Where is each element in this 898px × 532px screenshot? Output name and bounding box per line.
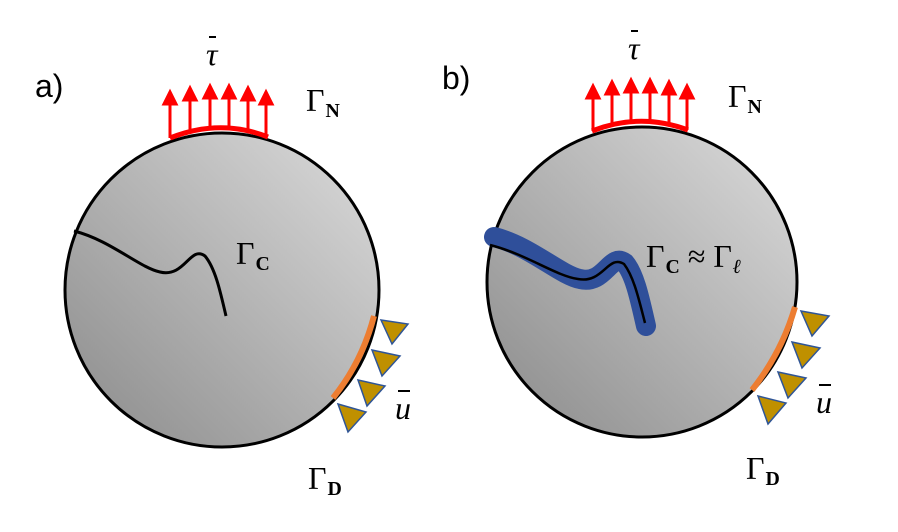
sharp-crack-a bbox=[73, 229, 228, 317]
displacement-label-b: u bbox=[816, 384, 832, 420]
traction-label-b: τ bbox=[628, 30, 640, 66]
approx-symbol-b: ≈ bbox=[687, 238, 706, 274]
panel-label-b: b) bbox=[442, 60, 471, 96]
dirichlet-boundary-a bbox=[330, 315, 377, 400]
neumann-boundary-a bbox=[169, 125, 269, 141]
supports-b bbox=[756, 310, 831, 426]
regularized-sub-b: ℓ bbox=[732, 255, 742, 278]
displacement-label-a: u bbox=[395, 390, 411, 426]
neumann-sub-b: N bbox=[747, 95, 762, 118]
traction-symbol-a: τ bbox=[206, 36, 218, 72]
dirichlet-label-a: ΓD bbox=[308, 460, 342, 498]
regularized-gamma-b: Γ bbox=[713, 238, 732, 274]
crack-gamma-b: Γ bbox=[646, 238, 665, 274]
sharp-crack-b bbox=[489, 243, 647, 324]
displacement-symbol-a: u bbox=[395, 390, 411, 426]
crack-approx-label-b: ΓC ≈ Γℓ bbox=[646, 238, 741, 276]
dirichlet-sub-b: D bbox=[765, 467, 780, 490]
neumann-gamma-a: Γ bbox=[306, 82, 325, 118]
panel-b bbox=[484, 76, 831, 439]
panel-a bbox=[63, 82, 410, 449]
neumann-label-a: ΓN bbox=[306, 82, 340, 120]
neumann-gamma-b: Γ bbox=[728, 78, 747, 114]
displacement-symbol-b: u bbox=[816, 384, 832, 420]
supports-a bbox=[336, 319, 410, 434]
traction-arrows-a bbox=[161, 82, 275, 138]
dirichlet-gamma-b: Γ bbox=[746, 450, 765, 486]
crack-label-a: ΓC bbox=[236, 235, 270, 273]
neumann-label-b: ΓN bbox=[728, 78, 762, 116]
domain-body-a bbox=[63, 131, 381, 449]
dirichlet-gamma-a: Γ bbox=[308, 460, 327, 496]
traction-symbol-b: τ bbox=[628, 30, 640, 66]
panel-label-a: a) bbox=[35, 68, 64, 104]
neumann-boundary-b bbox=[591, 118, 689, 134]
crack-sub-a: C bbox=[255, 252, 270, 275]
crack-gamma-a: Γ bbox=[236, 235, 255, 271]
traction-arrows-b bbox=[584, 76, 696, 131]
dirichlet-boundary-b bbox=[749, 306, 798, 392]
traction-label-a: τ bbox=[206, 36, 218, 72]
dirichlet-label-b: ΓD bbox=[746, 450, 780, 488]
neumann-sub-a: N bbox=[325, 99, 340, 122]
dirichlet-sub-a: D bbox=[327, 477, 342, 500]
crack-sub-b: C bbox=[665, 255, 680, 278]
